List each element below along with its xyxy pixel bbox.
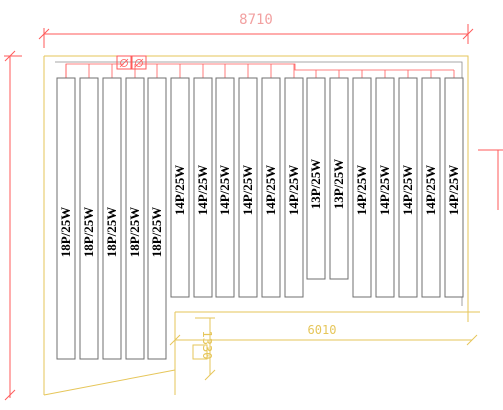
top-dimension-label: 8710 <box>239 12 273 28</box>
combiner-box-icon <box>116 55 132 70</box>
panel-outline <box>79 77 99 360</box>
panel-outline <box>125 77 145 360</box>
panel-outline <box>421 77 441 298</box>
pv-panel-string: 14P/25W <box>193 77 213 298</box>
panel-outline <box>398 77 418 298</box>
small-dimension <box>192 317 216 381</box>
panel-outline <box>352 77 372 298</box>
combiner-box-icon <box>131 55 147 70</box>
inner-dimension-label: 6010 <box>308 323 337 337</box>
pv-panel-string: 14P/25W <box>215 77 235 298</box>
panel-outline <box>444 77 464 298</box>
pv-panel-string: 14P/25W <box>444 77 464 298</box>
pv-panel-string: 14P/25W <box>398 77 418 298</box>
panel-label: 14P/25W <box>354 165 369 216</box>
pv-panel-string: 14P/25W <box>261 77 281 298</box>
pv-panel-string: 18P/25W <box>125 77 145 360</box>
panel-label: 18P/25W <box>127 207 142 258</box>
pv-panel-string: 13P/25W <box>329 77 349 280</box>
panel-label: 18P/25W <box>149 207 164 258</box>
panel-label: 18P/25W <box>81 207 96 258</box>
panel-outline <box>56 77 76 360</box>
panel-outline <box>375 77 395 298</box>
panel-label: 14P/25W <box>240 165 255 216</box>
panel-label: 13P/25W <box>331 159 346 210</box>
panel-outline <box>306 77 326 280</box>
panel-outline <box>329 77 349 280</box>
pv-panel-string: 14P/25W <box>284 77 304 298</box>
panel-label: 14P/25W <box>400 165 415 216</box>
pv-panel-string: 14P/25W <box>170 77 190 298</box>
panel-label: 14P/25W <box>423 165 438 216</box>
left-dimension <box>4 50 22 401</box>
panel-outline <box>238 77 258 298</box>
panel-outline <box>102 77 122 360</box>
pv-panel-string: 18P/25W <box>79 77 99 360</box>
panel-label: 13P/25W <box>308 159 323 210</box>
panel-outline <box>147 77 167 360</box>
inner-dimension <box>169 334 478 346</box>
right-dimension <box>478 149 503 210</box>
pv-panel-string: 14P/25W <box>375 77 395 298</box>
pv-panel-string: 14P/25W <box>421 77 441 298</box>
panel-label: 14P/25W <box>172 165 187 216</box>
pv-panel-string: 14P/25W <box>238 77 258 298</box>
pv-panel-string: 18P/25W <box>56 77 76 360</box>
pv-panel-string: 18P/25W <box>102 77 122 360</box>
panel-outline <box>193 77 213 298</box>
roof-outline <box>43 55 480 396</box>
panel-outline <box>170 77 190 298</box>
combiner-box-group <box>116 55 147 70</box>
pv-panel-strings: 18P/25W 18P/25W 18P/25W 18P/25W 18P/25W 14P/2… <box>56 77 464 360</box>
panel-label: 18P/25W <box>104 207 119 258</box>
panel-label: 14P/25W <box>263 165 278 216</box>
panel-outline <box>215 77 235 298</box>
panel-label: 18P/25W <box>58 207 73 258</box>
panel-outline <box>261 77 281 298</box>
panel-label: 14P/25W <box>195 165 210 216</box>
panel-label: 14P/25W <box>446 165 461 216</box>
panel-outline <box>284 77 304 298</box>
pv-panel-string: 14P/25W <box>352 77 372 298</box>
panel-label: 14P/25W <box>286 165 301 216</box>
pv-panel-string: 18P/25W <box>147 77 167 360</box>
top-dimension <box>38 24 474 48</box>
pv-panel-string: 13P/25W <box>306 77 326 280</box>
panel-label: 14P/25W <box>377 165 392 216</box>
panel-label: 14P/25W <box>217 165 232 216</box>
small-dimension-label: 1330 <box>200 331 214 360</box>
string-wiring <box>65 63 455 78</box>
